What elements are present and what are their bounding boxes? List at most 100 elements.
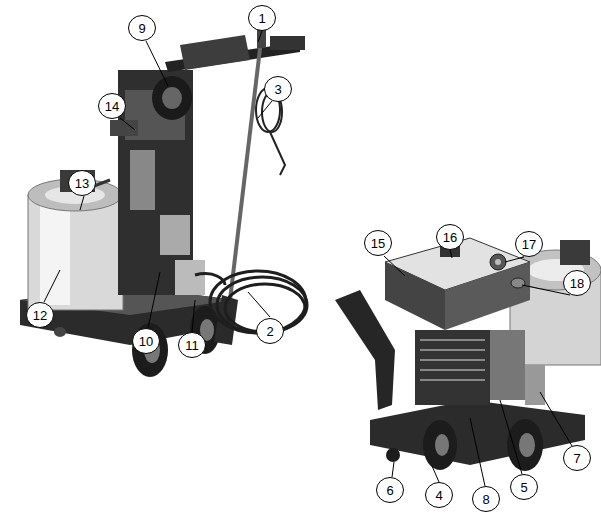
right-handle	[335, 290, 395, 410]
callout-number: 12	[33, 309, 47, 322]
engine-block	[525, 365, 545, 405]
left-handle	[270, 36, 305, 50]
leader-line	[500, 400, 522, 474]
callout-ellipse	[426, 483, 453, 508]
engine-block	[490, 330, 525, 400]
right-wheels	[519, 433, 535, 457]
right-wheels	[435, 434, 449, 456]
control-panel	[490, 254, 506, 270]
right-wheels	[423, 420, 457, 470]
callout-circle: 17	[515, 231, 543, 257]
callout-ellipse	[27, 303, 54, 328]
callout-ellipse	[473, 487, 500, 512]
leader-line	[432, 466, 439, 482]
right-chassis	[370, 400, 585, 465]
leader-line	[148, 272, 160, 328]
callout-number: 8	[482, 493, 489, 506]
callout-ellipse	[265, 77, 292, 102]
callout-ellipse	[257, 319, 284, 344]
engine-block	[415, 330, 490, 405]
engine-block	[420, 369, 485, 371]
leader-line	[450, 250, 452, 258]
callout-circle: 14	[98, 93, 126, 119]
callout-number: 2	[266, 325, 273, 338]
boiler-tank	[28, 195, 123, 310]
callout-number: 4	[435, 489, 442, 502]
engine-block	[420, 349, 485, 351]
control-panel	[511, 278, 525, 288]
callout-ellipse	[69, 171, 96, 196]
leader-line	[505, 257, 524, 262]
callout-ellipse	[564, 271, 591, 296]
right-wheels	[507, 419, 543, 471]
engine-block	[420, 359, 485, 361]
callout-circle: 13	[68, 170, 96, 196]
left-wheels	[54, 327, 66, 337]
callout-circle: 3	[264, 76, 292, 102]
left-handle	[165, 35, 305, 72]
left-frame	[110, 120, 138, 136]
hose-coil	[195, 271, 307, 333]
callout-ellipse	[437, 225, 464, 250]
callout-ellipse	[133, 329, 160, 354]
callout-ellipse	[99, 94, 126, 119]
callout-number: 15	[371, 237, 385, 250]
right-tank	[560, 240, 590, 265]
boiler-tank	[28, 170, 123, 310]
callout-number: 7	[573, 452, 580, 465]
engine-block	[420, 339, 485, 341]
leader-line	[470, 418, 485, 486]
callout-circle: 9	[128, 15, 156, 41]
callout-ellipse	[365, 231, 392, 256]
leader-line	[192, 300, 195, 332]
leader-line	[540, 392, 572, 446]
control-panel	[445, 262, 530, 330]
callout-circle: 1	[248, 5, 276, 31]
control-panel	[385, 262, 445, 330]
left-frame	[175, 260, 205, 295]
callout-circle: 5	[510, 474, 538, 500]
right-chassis	[370, 400, 585, 465]
leader-line	[258, 101, 272, 118]
callout-number: 11	[185, 339, 199, 352]
callout-number: 5	[520, 481, 527, 494]
left-handle	[180, 35, 250, 70]
callout-circle: 4	[425, 482, 453, 508]
engine-block	[420, 379, 485, 381]
callout-circle: 12	[26, 302, 54, 328]
callout-circle: 6	[376, 477, 404, 503]
callout-circle: 8	[472, 486, 500, 512]
callout-number: 18	[570, 277, 584, 290]
callout-number: 13	[75, 177, 89, 190]
callout-circle: 10	[132, 328, 160, 354]
callout-ellipse	[511, 475, 538, 500]
leader-line	[80, 196, 84, 210]
left-frame	[162, 87, 182, 109]
left-wheels	[54, 306, 220, 377]
callout-ellipse	[564, 446, 591, 471]
callout-ellipse	[516, 232, 543, 257]
spray-lance	[257, 30, 266, 48]
control-panel	[495, 259, 501, 265]
left-frame	[160, 215, 190, 255]
callout-ellipse	[249, 6, 276, 31]
callout-ellipse	[129, 16, 156, 41]
control-panel	[385, 238, 530, 330]
hose-coil	[195, 274, 225, 285]
leader-line	[248, 292, 270, 317]
callout-circle: 16	[436, 224, 464, 250]
left-wheels	[132, 323, 168, 377]
engine-block	[415, 330, 545, 405]
boiler-tank	[40, 200, 70, 305]
callout-number: 17	[522, 238, 536, 251]
leader-line	[522, 285, 570, 295]
spray-lance	[230, 32, 262, 300]
leader-line	[44, 31, 572, 486]
callout-number: 14	[105, 100, 119, 113]
right-handle	[335, 290, 395, 410]
callout-number: 1	[258, 12, 265, 25]
